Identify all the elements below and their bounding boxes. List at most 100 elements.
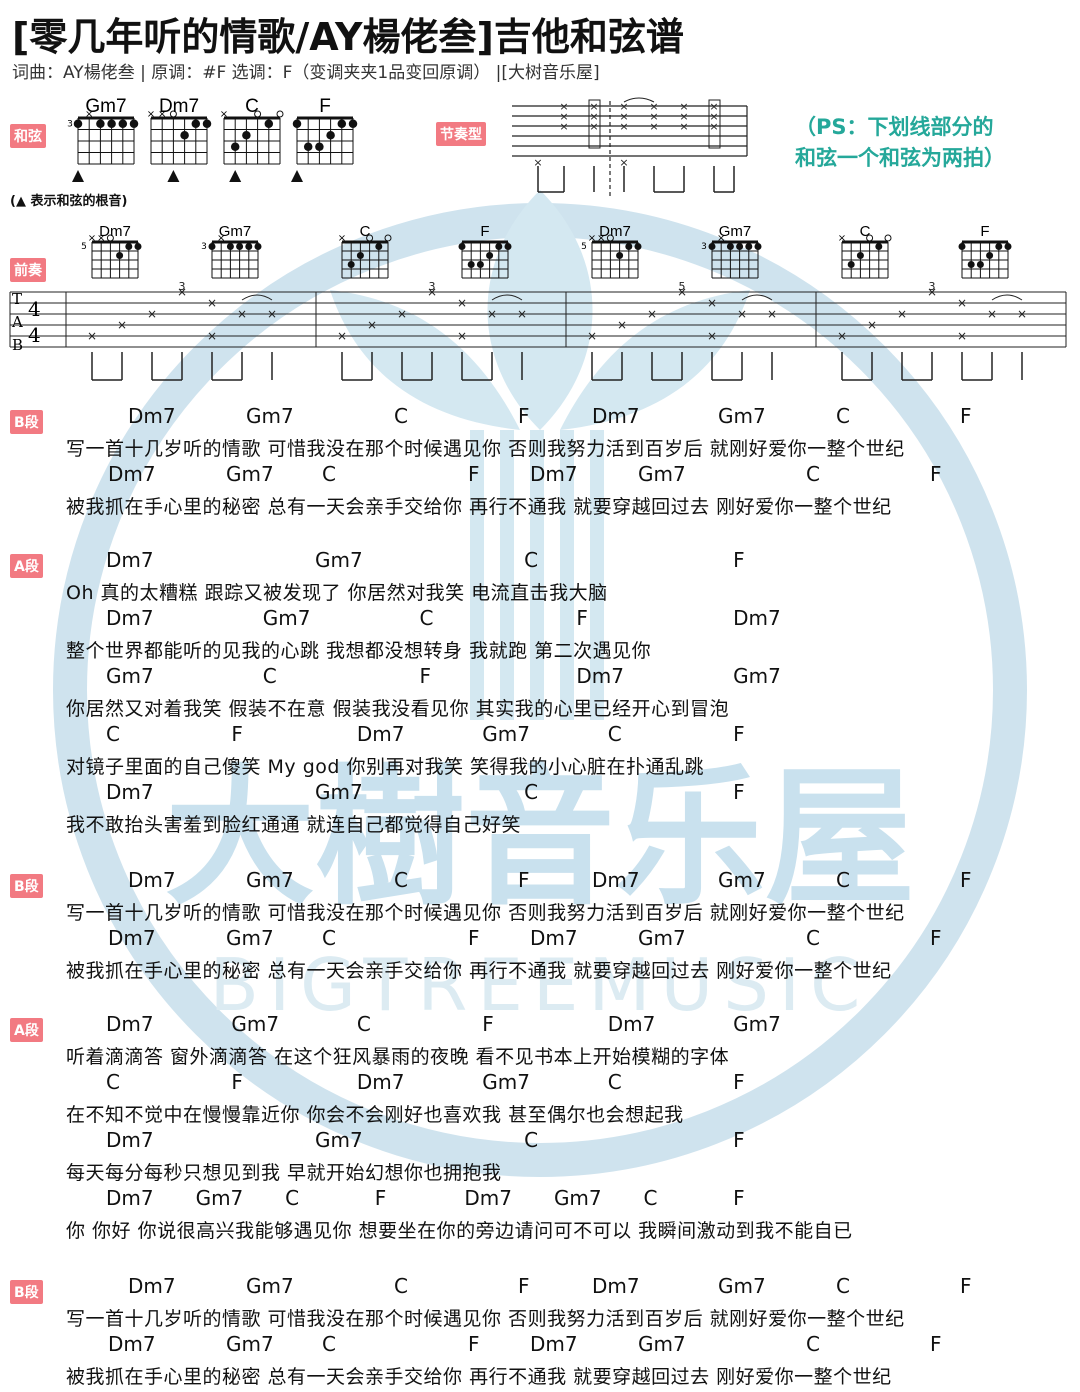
chord-label: F bbox=[231, 1070, 243, 1094]
finger-dot bbox=[486, 252, 494, 259]
chord-label: F bbox=[374, 1186, 387, 1210]
lyric-text: 被我抓在手心里的秘密 总有一天会亲手交给你 再行不通我 就要穿越回过去 刚好爱你… bbox=[66, 1366, 892, 1388]
chord-label: C bbox=[836, 868, 850, 892]
string-mute-mark: × bbox=[597, 233, 605, 244]
chord-label: C bbox=[643, 1186, 658, 1210]
finger-dot bbox=[292, 119, 302, 129]
lyric-text: 写一首十几岁听的情歌 可惜我没在那个时候遇见你 否则我努力活到百岁后 就刚好爱你… bbox=[66, 1308, 905, 1330]
fret-number: 5 bbox=[81, 242, 87, 252]
chord-label: Gm7 bbox=[482, 722, 530, 746]
lyric-text: 你居然又对着我笑 假装不在意 假装我没看见你 其实我的心里已经开心到冒泡 bbox=[66, 698, 730, 720]
svg-text:×: × bbox=[619, 110, 628, 123]
chord-label: C bbox=[836, 1274, 850, 1298]
ps-line-2: 和弦一个和弦为两拍） bbox=[795, 146, 1005, 170]
tab-note: × bbox=[927, 285, 937, 299]
tab-fret-number: 5 bbox=[679, 280, 686, 293]
tab-fret-number: 3 bbox=[429, 280, 436, 293]
chord-label: Dm7 bbox=[592, 404, 640, 428]
chord-label: F bbox=[733, 548, 745, 572]
chord-label: C bbox=[419, 606, 434, 630]
finger-dot bbox=[208, 243, 216, 250]
svg-text:×: × bbox=[709, 110, 718, 123]
chord-label: Gm7 bbox=[315, 780, 363, 804]
chord-label: Dm7 bbox=[128, 868, 176, 892]
chord-name: C bbox=[860, 223, 871, 240]
open-string-mark bbox=[366, 234, 374, 242]
root-note-legend: (▲ 表示和弦的根音) bbox=[10, 194, 128, 209]
chord-label: Gm7 bbox=[315, 1128, 363, 1152]
finger-dot bbox=[347, 261, 355, 268]
tab-fret-number: 3 bbox=[929, 280, 936, 293]
finger-dot bbox=[726, 243, 734, 250]
string-mute-mark: × bbox=[338, 233, 346, 244]
chord-label: C bbox=[806, 1332, 820, 1356]
open-string-mark bbox=[606, 234, 614, 242]
chord-name: C bbox=[360, 223, 371, 240]
fret-number: 3 bbox=[201, 242, 207, 252]
finger-dot bbox=[856, 252, 864, 259]
chord-label: F bbox=[733, 780, 745, 804]
chord-label: Gm7 bbox=[231, 1012, 280, 1036]
chord-label: F bbox=[733, 1070, 745, 1094]
finger-dot bbox=[254, 243, 262, 250]
string-mute-mark: × bbox=[147, 109, 155, 120]
chord-label: C bbox=[285, 1186, 300, 1210]
finger-dot bbox=[356, 252, 364, 259]
chord-label: Gm7 bbox=[718, 1274, 766, 1298]
chord-label: Gm7 bbox=[246, 868, 294, 892]
finger-dot bbox=[242, 130, 251, 140]
chord-label: C bbox=[106, 722, 120, 746]
chord-label: C bbox=[106, 1070, 120, 1094]
chord-label: F bbox=[733, 1186, 745, 1210]
svg-text:×: × bbox=[679, 110, 688, 123]
chord-label: C bbox=[607, 1070, 622, 1094]
chord-label: Gm7 bbox=[226, 1332, 274, 1356]
finger-dot bbox=[875, 243, 883, 250]
chord-label: Gm7 bbox=[246, 1274, 294, 1298]
finger-dot bbox=[129, 119, 139, 129]
chord-diagram-c: C× bbox=[220, 96, 284, 182]
chord-label: C bbox=[356, 1012, 371, 1036]
chord-label: Dm7 bbox=[128, 404, 176, 428]
chord-label: Dm7 bbox=[356, 1070, 405, 1094]
tab-note: × bbox=[1017, 307, 1027, 321]
finger-dot bbox=[967, 261, 975, 268]
open-string-mark bbox=[276, 110, 284, 118]
tab-note: × bbox=[957, 329, 967, 343]
finger-dot bbox=[230, 142, 240, 152]
finger-dot bbox=[348, 119, 358, 129]
tab-note: × bbox=[837, 329, 847, 343]
svg-text:×: × bbox=[619, 156, 628, 169]
fret-number: 5 bbox=[581, 242, 587, 252]
chord-label: C bbox=[394, 1274, 408, 1298]
finger-dot bbox=[303, 142, 313, 152]
tab-note: × bbox=[207, 329, 217, 343]
finger-dot bbox=[264, 119, 274, 129]
song-info: 词曲：AY楊佬叁 | 原调：#F 选调：F（变调夹夹1品变回原调） |[大树音乐… bbox=[12, 63, 600, 83]
string-mute-mark: × bbox=[85, 109, 93, 120]
chord-label: Dm7 bbox=[733, 606, 781, 630]
string-mute-mark: × bbox=[158, 109, 166, 120]
tab-note: × bbox=[677, 285, 687, 299]
chord-label: Dm7 bbox=[607, 1012, 656, 1036]
svg-text:×: × bbox=[649, 110, 658, 123]
chord-label: Gm7 bbox=[638, 1332, 686, 1356]
time-sig-top: 4 bbox=[28, 297, 41, 321]
svg-text:×: × bbox=[619, 100, 628, 113]
chord-label: Gm7 bbox=[262, 606, 311, 630]
lyric-text: Oh 真的太糟糕 跟踪又被发现了 你居然对我笑 电流直击我大脑 bbox=[66, 582, 608, 604]
open-string-mark bbox=[866, 234, 874, 242]
open-string-mark bbox=[384, 234, 392, 242]
tab-note: × bbox=[737, 307, 747, 321]
chord-name: Gm7 bbox=[85, 96, 126, 117]
page-title: [零几年听的情歌/AY楊佬叁]吉他和弦谱 bbox=[12, 15, 684, 59]
finger-dot bbox=[625, 243, 633, 250]
chord-label: Dm7 bbox=[108, 1332, 156, 1356]
